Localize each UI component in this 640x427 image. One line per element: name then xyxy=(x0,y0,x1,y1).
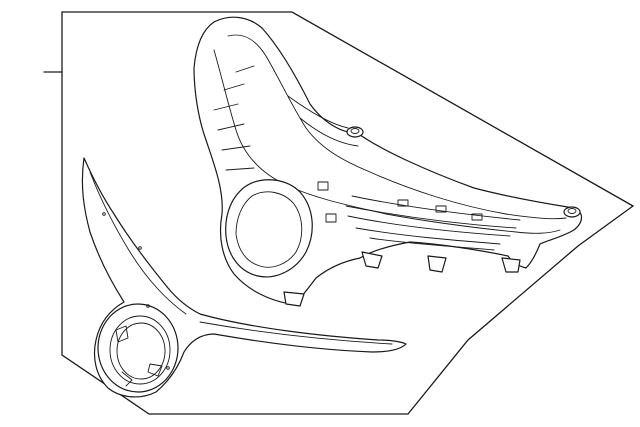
grille-garnish xyxy=(81,157,407,398)
grille-body xyxy=(193,16,583,307)
